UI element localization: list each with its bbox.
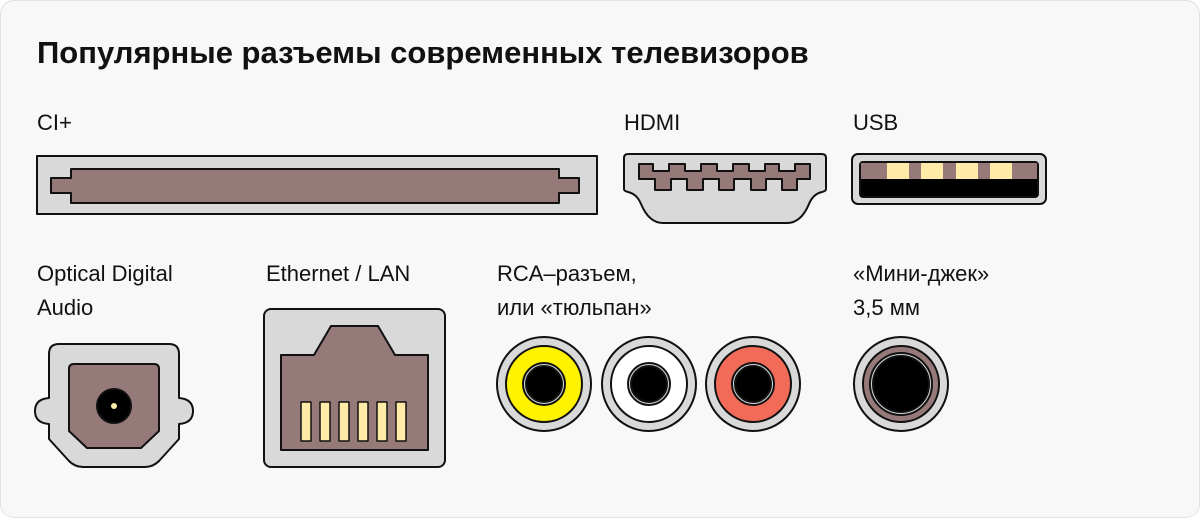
optical-label-2: Audio xyxy=(37,295,94,320)
ethernet-port-icon xyxy=(263,308,446,468)
usb-port-icon xyxy=(851,153,1047,205)
minijack-label-1: «Мини-джек» xyxy=(853,261,990,286)
optical-port-icon xyxy=(34,343,194,468)
page-title: Популярные разъемы современных телевизор… xyxy=(37,35,809,70)
hdmi-label: HDMI xyxy=(624,110,681,135)
optical-label-1: Optical Digital xyxy=(37,261,173,286)
hdmi-port-icon xyxy=(623,153,827,224)
usb-label: USB xyxy=(853,110,899,135)
rca-label-1: RCA–разъем, xyxy=(497,261,637,286)
ethernet-label: Ethernet / LAN xyxy=(266,261,411,286)
minijack-label-2: 3,5 мм xyxy=(853,295,920,320)
rca-label-2: или «тюльпан» xyxy=(497,295,652,320)
rca-white-jack-icon xyxy=(601,336,697,432)
rca-red-jack-icon xyxy=(705,336,801,432)
ci-slot-icon xyxy=(36,155,598,215)
rca-yellow-jack-icon xyxy=(496,336,592,432)
ci-label: CI+ xyxy=(37,110,72,135)
minijack-port-icon xyxy=(853,336,949,432)
